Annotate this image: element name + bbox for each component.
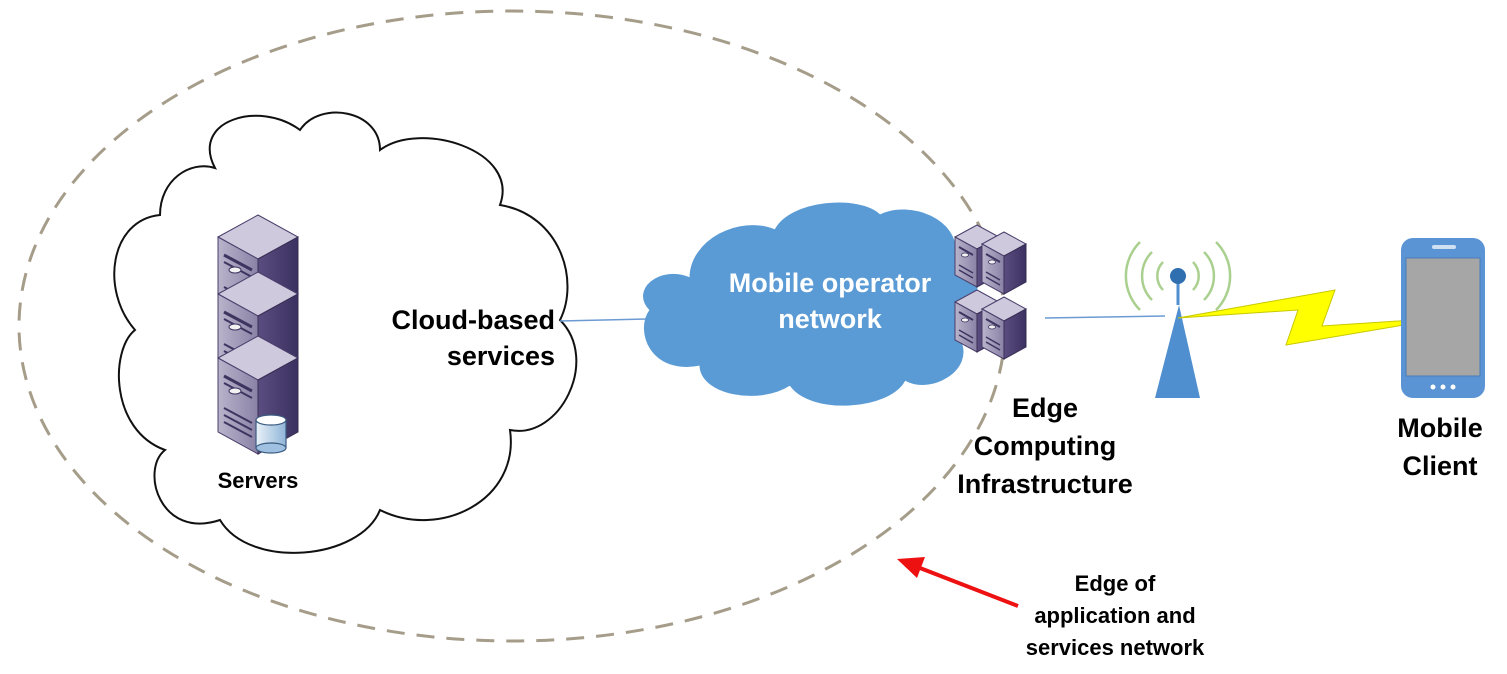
edge-network-label: Edge of application and services network [1005,568,1225,664]
edge-infra-line1: Edge [1011,393,1078,423]
cloud-to-operator-link [559,318,649,322]
boundary-pointer-arrow [897,557,1019,608]
operator-cloud-shape [643,202,979,406]
edge-to-tower-link [1044,315,1166,319]
mobile-client-line2: Client [1402,450,1478,481]
cloud-services-line2: services [446,340,555,371]
services-cloud-shape [113,111,578,554]
cloud-services-line1: Cloud-based [391,305,555,335]
cloud-services-label: Cloud-based services [355,303,555,374]
edge-infrastructure-label: Edge Computing Infrastructure [940,390,1150,503]
servers-text: Servers [217,468,299,493]
edge-infra-line3: Infrastructure [957,468,1133,499]
servers-label: Servers [198,466,318,495]
mobile-client-label: Mobile Client [1378,410,1502,486]
mobile-client-line1: Mobile [1397,413,1483,443]
database-icon [255,414,287,454]
edge-infra-line2: Computing [973,430,1117,461]
mobile-operator-line2: network [778,303,882,334]
edge-network-line2: application and [1034,602,1196,628]
edge-network-line1: Edge of [1074,571,1156,596]
edge-network-line3: services network [1025,634,1205,660]
smartphone-icon [1401,238,1485,398]
mobile-operator-label: Mobile operator network [700,266,960,337]
mobile-operator-line1: Mobile operator [728,268,932,298]
radio-tower-icon [1124,241,1232,398]
